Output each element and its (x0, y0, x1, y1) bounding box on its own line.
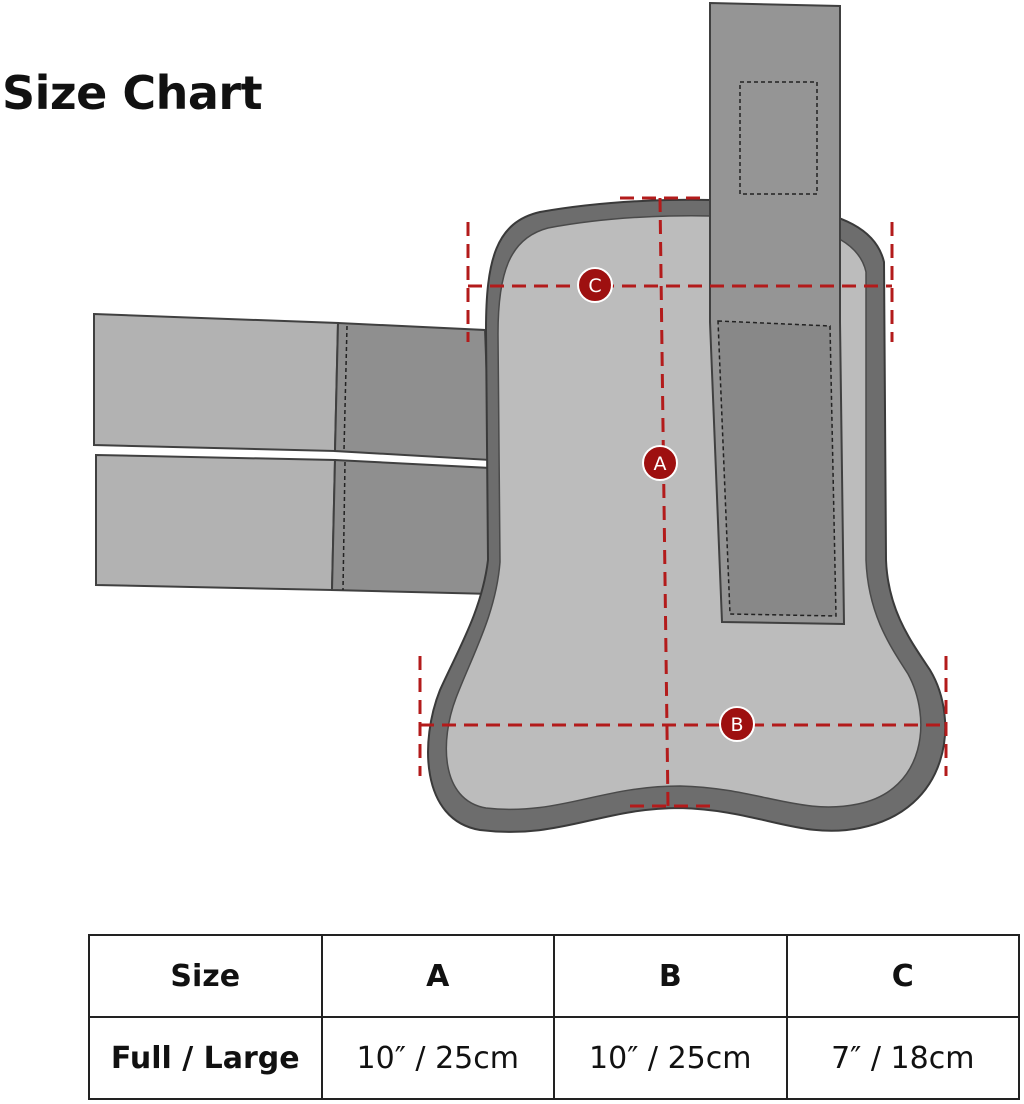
upper-strap-tab (93, 312, 340, 453)
table-header-row: Size A B C (88, 934, 1020, 1018)
marker-c-label: C (588, 275, 601, 297)
cell-a: 10″ / 25cm (320, 1016, 555, 1100)
header-a: A (320, 934, 555, 1018)
header-size: Size (88, 934, 323, 1018)
marker-b: B (719, 706, 755, 742)
header-b: B (553, 934, 788, 1018)
marker-c: C (577, 267, 613, 303)
lower-strap-tab (95, 453, 337, 592)
vertical-strap-hook-patch (739, 81, 818, 195)
marker-a-label: A (654, 453, 667, 475)
header-c: C (785, 934, 1020, 1018)
boot-diagram: A B C (93, 1, 948, 833)
cell-b: 10″ / 25cm (553, 1016, 788, 1100)
marker-a: A (642, 445, 678, 481)
left-straps (93, 312, 494, 596)
vertical-strap-loop-patch (717, 320, 837, 617)
lower-strap (95, 453, 494, 596)
size-table: Size A B C Full / Large 10″ / 25cm 10″ /… (88, 934, 1020, 1100)
lower-strap-stitch (342, 461, 346, 591)
marker-b-label: B (730, 714, 743, 736)
boot-inner-panel (445, 215, 922, 811)
upper-strap-body (333, 321, 492, 462)
table-row: Full / Large 10″ / 25cm 10″ / 25cm 7″ / … (88, 1016, 1020, 1100)
lower-strap-body (330, 458, 494, 596)
cell-c: 7″ / 18cm (785, 1016, 1020, 1100)
dimension-lines (418, 196, 948, 808)
upper-strap (93, 312, 492, 462)
cell-size: Full / Large (88, 1016, 323, 1100)
vertical-strap (709, 1, 846, 626)
page-title: Size Chart (2, 66, 263, 120)
dimension-a-line (658, 197, 670, 807)
